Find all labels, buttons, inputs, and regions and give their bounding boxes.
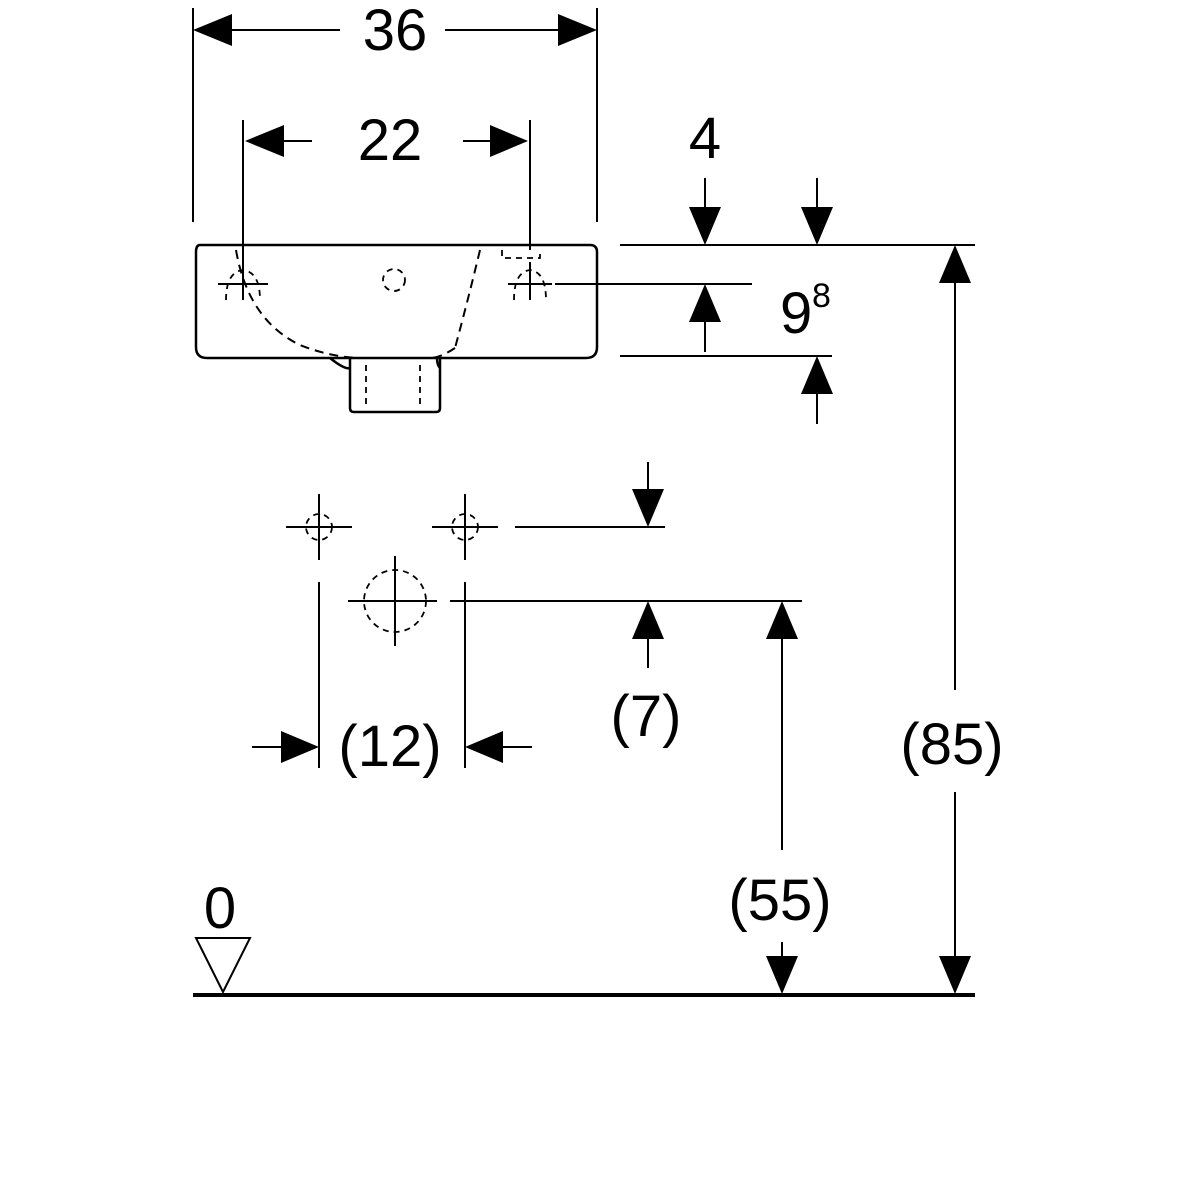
connection-offset-label: (7) [611, 684, 682, 749]
arrow-up-icon [801, 356, 833, 394]
arrow-down-icon [766, 956, 798, 994]
wall-connection-spacing-label: (12) [338, 714, 441, 779]
floor-level-label: 0 [204, 876, 236, 941]
waste-connection-icon [348, 556, 437, 646]
arrow-right-icon [281, 731, 319, 763]
arrow-right-icon [490, 125, 528, 157]
level-marker-icon [194, 937, 252, 995]
tap-hole-right-icon [501, 250, 552, 301]
floor-level: 0 [193, 876, 975, 997]
tap-height-superscript: 8 [812, 277, 831, 315]
arrow-right-icon [558, 14, 597, 46]
basin-front-view [194, 243, 599, 414]
tap-hole-spacing-label: 22 [358, 108, 423, 173]
waste-height-label: (55) [728, 868, 831, 933]
tap-hole-left-icon [218, 262, 268, 301]
arrow-down-icon [689, 207, 721, 245]
arrow-left-icon [465, 731, 503, 763]
arrow-left-icon [193, 14, 232, 46]
arrow-up-icon [632, 601, 664, 639]
wall-connection-layout [286, 494, 498, 646]
top-offset-label: 4 [689, 106, 721, 171]
arrow-left-icon [245, 125, 284, 157]
arrow-down-icon [801, 207, 833, 245]
dimension-overall-width: 36 [192, 0, 598, 222]
dimension-top-offset: 4 [555, 106, 975, 357]
dimension-rim-height: (85) [900, 245, 1004, 994]
dimension-connection-offset: (7) [450, 462, 802, 749]
overflow-hole-icon [382, 268, 406, 292]
supply-left-icon [286, 494, 352, 560]
dimension-tap-hole-spacing: 22 [242, 108, 531, 300]
supply-right-icon [432, 494, 498, 560]
rim-height-label: (85) [900, 712, 1003, 777]
arrow-down-icon [939, 956, 971, 994]
dimension-tap-height: 9 8 [689, 277, 833, 424]
arrow-up-icon [766, 601, 798, 639]
tap-height-label: 9 [780, 281, 812, 346]
arrow-up-icon [939, 245, 971, 283]
dimension-waste-height: (55) [728, 601, 832, 994]
arrow-up-icon [689, 284, 721, 322]
arrow-down-icon [632, 489, 664, 527]
dimension-wall-connection-spacing: (12) [252, 582, 532, 779]
overall-width-label: 36 [363, 0, 428, 63]
